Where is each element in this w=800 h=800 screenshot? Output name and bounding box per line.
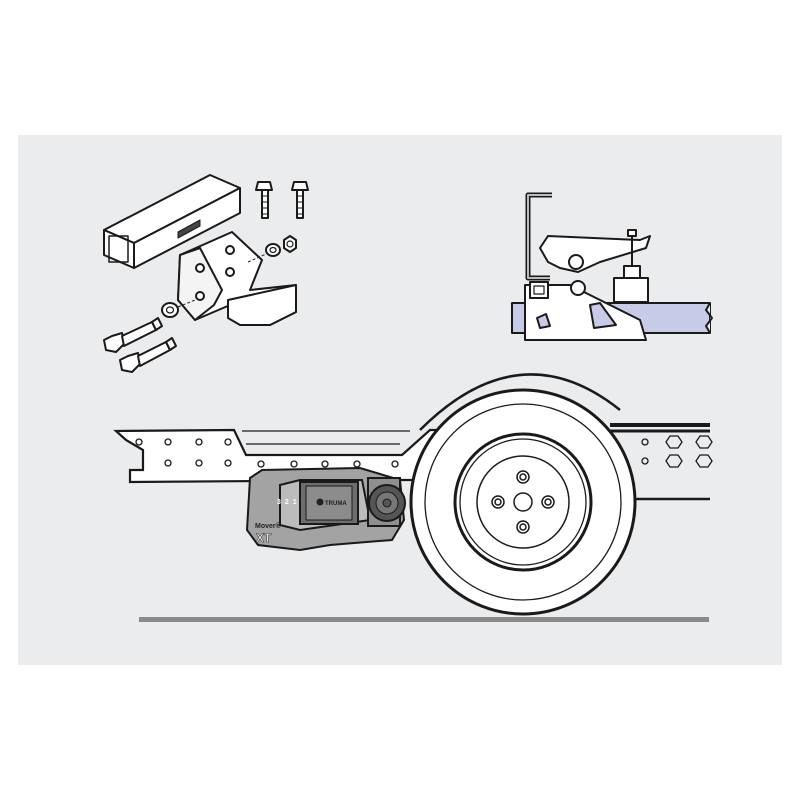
washer-left bbox=[161, 302, 179, 318]
nut bbox=[283, 235, 297, 253]
pin-2 bbox=[119, 337, 177, 373]
wheel bbox=[409, 388, 637, 616]
chassis-holes bbox=[135, 438, 399, 468]
pin-1 bbox=[103, 317, 163, 353]
chassis-mover-view: 3 2 1 TRUMA Mover® XT bbox=[113, 373, 713, 622]
square-tube bbox=[103, 174, 241, 269]
mover-unit bbox=[245, 466, 406, 552]
model-label: Mover® bbox=[255, 522, 282, 530]
clamp-side-view bbox=[511, 192, 713, 341]
mounting-bracket bbox=[177, 231, 297, 326]
bolt-2 bbox=[291, 181, 309, 219]
bolt-1 bbox=[255, 181, 273, 219]
bracket-exploded-view bbox=[103, 174, 309, 373]
ground-line bbox=[139, 617, 709, 622]
clamp-plate bbox=[524, 284, 647, 341]
model-suffix: XT bbox=[256, 531, 272, 545]
lug-nuts bbox=[491, 470, 555, 534]
brand-label: TRUMA bbox=[325, 501, 347, 507]
washer-right bbox=[265, 243, 281, 257]
wheel-arch bbox=[419, 373, 621, 431]
brand-logo-icon bbox=[316, 498, 324, 506]
clamp-lever bbox=[539, 235, 651, 273]
position-marker-labels: 3 2 1 bbox=[277, 499, 297, 506]
